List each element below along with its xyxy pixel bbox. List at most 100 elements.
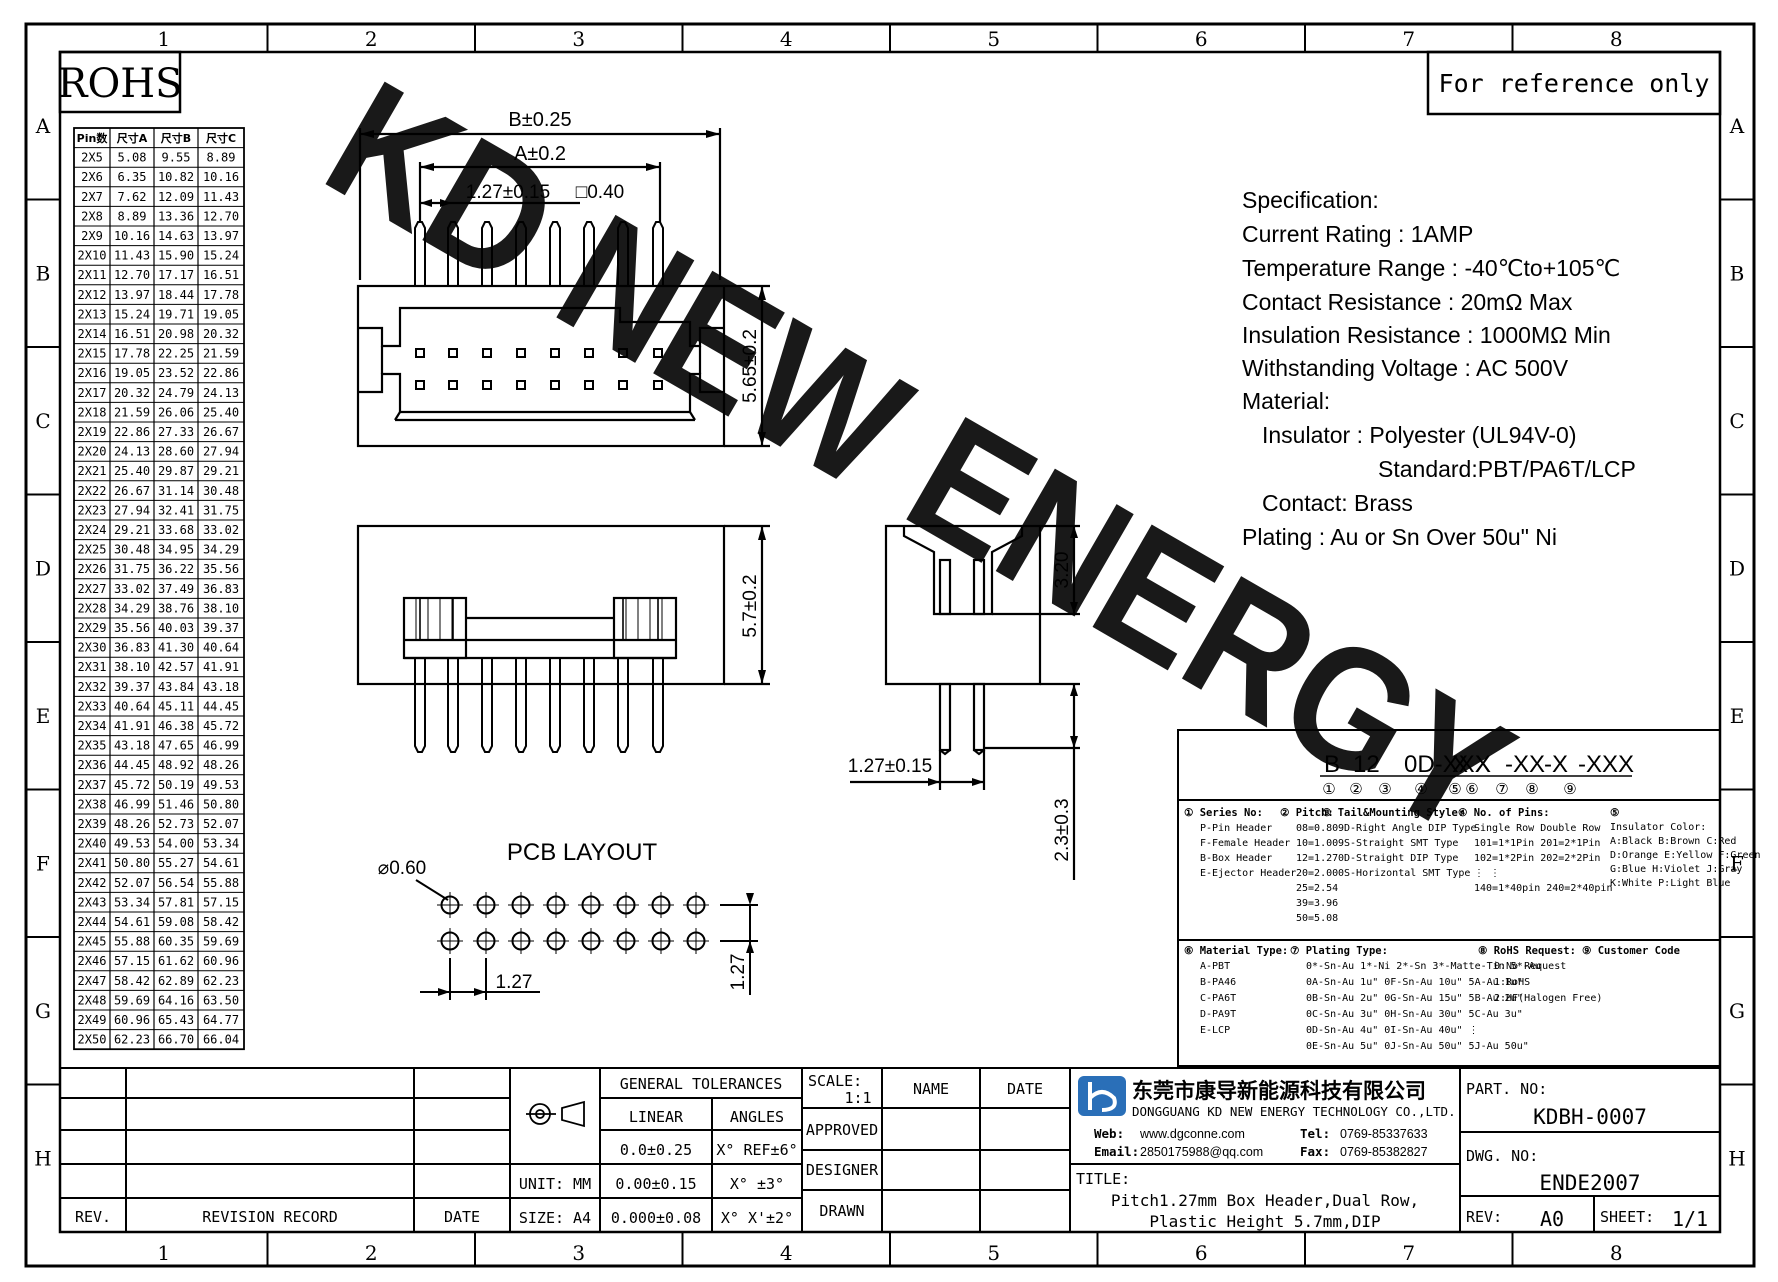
table-cell: 2X41 [78, 856, 107, 870]
tb-lin3: 0.000±0.08 [611, 1209, 701, 1227]
tb-name: NAME [913, 1080, 949, 1098]
table-cell: 21.59 [114, 405, 150, 419]
legend-line: E-Ejector Header [1200, 868, 1296, 879]
row-letter: D [35, 556, 51, 580]
tb-title-line2: Plastic Height 5.7mm,DIP [1149, 1212, 1380, 1231]
table-cell: 48.92 [158, 758, 194, 772]
row-letter: C [35, 409, 50, 433]
fax-label: Fax: [1300, 1144, 1330, 1159]
legend-line: 0*-Sn-Au 1*-Ni 2*-Sn 3*-Matte-Tin 5*-Au [1306, 961, 1541, 972]
table-cell: 40.64 [203, 641, 239, 655]
legend-line: 102=1*2Pin 202=2*2Pin [1474, 853, 1600, 864]
title-block-text: REV. REVISION RECORD DATE GENERAL TOLERA… [75, 1072, 1708, 1231]
tel-label: Tel: [1300, 1126, 1330, 1141]
table-cell: 23.52 [158, 366, 194, 380]
legend-heading: ② Pitch: [1280, 807, 1334, 819]
table-cell: 43.18 [203, 680, 239, 694]
table-cell: 2X43 [78, 895, 107, 909]
legend-line: B-Box Header [1200, 853, 1272, 864]
table-cell: 24.79 [158, 386, 194, 400]
dim-pitch-side: 1.27±0.15 [848, 756, 932, 777]
legend-line: 0A-Sn-Au 1u" 0F-Sn-Au 10u" 5A-Au 1u" [1306, 977, 1523, 988]
email-value: 2850175988@qq.com [1140, 1145, 1263, 1159]
tb-lin1: 0.0±0.25 [620, 1141, 692, 1159]
top-pin-outline [481, 221, 493, 286]
part-code-segment: X [1475, 751, 1491, 778]
table-cell: 28.60 [158, 445, 194, 459]
tb-dwg-no-label: DWG. NO: [1466, 1147, 1538, 1165]
table-cell: 36.83 [114, 641, 150, 655]
table-cell: 39.37 [203, 621, 239, 635]
table-cell: 2X27 [78, 582, 107, 596]
legend-line: P-Pin Header [1200, 823, 1272, 834]
table-cell: 64.77 [203, 1013, 239, 1027]
table-cell: 2X9 [81, 229, 103, 243]
tb-ang3: X° X'±2° [721, 1209, 793, 1227]
top-pin-outline [549, 221, 561, 286]
spec-contact: Contact: Brass [1262, 490, 1413, 516]
table-cell: 40.03 [158, 621, 194, 635]
table-cell: 11.43 [203, 190, 239, 204]
row-letter: E [36, 704, 51, 728]
table-cell: 54.61 [203, 856, 239, 870]
table-cell: 2X28 [78, 601, 107, 615]
table-cell: 36.22 [158, 562, 194, 576]
table-cell: 15.24 [114, 307, 150, 321]
pin-square-hole [417, 382, 423, 388]
table-cell: 33.02 [114, 582, 150, 596]
legend-heading: ⑥ Material Type: [1184, 945, 1288, 957]
table-cell: 2X15 [78, 347, 107, 361]
table-cell: 26.06 [158, 405, 194, 419]
table-cell: 2X50 [78, 1033, 107, 1047]
table-cell: 2X14 [78, 327, 107, 341]
tb-angles: ANGLES [730, 1108, 784, 1126]
reference-label: For reference only [1439, 69, 1710, 98]
table-cell: 45.72 [114, 778, 150, 792]
legend-line: 25=2.54 [1296, 883, 1338, 894]
part-code-segment: 12 [1353, 751, 1380, 778]
legend-line: F-Female Header [1200, 838, 1290, 849]
front-pin [414, 658, 426, 753]
table-cell: 27.94 [114, 503, 150, 517]
table-cell: 29.87 [158, 464, 194, 478]
fax-value: 0769-85382827 [1340, 1145, 1428, 1159]
tb-part-no-label: PART. NO: [1466, 1080, 1547, 1098]
dim-b: B±0.25 [508, 109, 571, 131]
col-number: 2 [365, 27, 378, 51]
company-logo-icon [1078, 1076, 1126, 1116]
table-cell: 60.96 [114, 1013, 150, 1027]
table-cell: 63.50 [203, 993, 239, 1007]
table-cell: 49.53 [203, 778, 239, 792]
table-cell: 60.96 [203, 954, 239, 968]
table-cell: 41.91 [203, 660, 239, 674]
part-code-circle: ⑨ [1563, 780, 1576, 798]
col-number: 5 [987, 27, 1000, 51]
spec-material: Material: [1242, 388, 1330, 414]
row-letter: B [1730, 261, 1745, 285]
legend-line: 0D-Sn-Au 4u" 0I-Sn-Au 40u" ⋮ [1306, 1025, 1479, 1036]
col-number: 8 [1610, 1241, 1623, 1265]
table-cell: 2X40 [78, 837, 107, 851]
table-cell: 7.62 [118, 190, 147, 204]
table-cell: 20.32 [203, 327, 239, 341]
part-code-circle: ③ [1378, 780, 1391, 798]
dim-3-20: 3.20 [1052, 552, 1073, 589]
table-border [73, 127, 245, 1051]
spec-insulator: Insulator : Polyester (UL94V-0) [1262, 422, 1576, 448]
table-cell: 38.10 [203, 601, 239, 615]
watermark-text: KD NEW ENERGY [298, 44, 1541, 873]
row-letter: F [36, 851, 50, 875]
spec-voltage: Withstanding Voltage : AC 500V [1242, 355, 1569, 381]
table-cell: 34.29 [203, 543, 239, 557]
table-cell: 53.34 [203, 837, 239, 851]
part-code-circle: ② [1349, 780, 1362, 798]
col-number: 3 [572, 27, 585, 51]
table-cell: 17.78 [114, 347, 150, 361]
table-cell: 13.36 [158, 209, 194, 223]
table-cell: 62.23 [114, 1033, 150, 1047]
pin-square-hole [655, 350, 661, 356]
web-value: www.dgconne.com [1139, 1127, 1245, 1141]
legend-line: B-PA46 [1200, 977, 1236, 988]
legend-heading: ① Series No: [1184, 807, 1263, 819]
